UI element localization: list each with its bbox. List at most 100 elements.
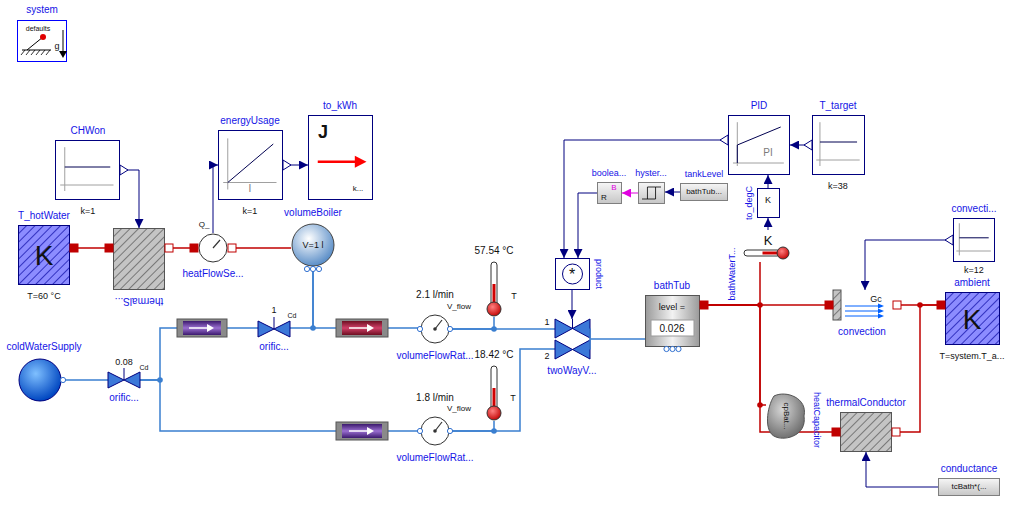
parameter-text: 1 xyxy=(271,306,276,315)
junction-dot xyxy=(491,326,497,332)
signal-connector xyxy=(665,192,680,193)
block-frame xyxy=(939,479,1000,496)
fluid-port xyxy=(676,346,681,351)
parameter-text: * xyxy=(569,267,575,283)
fluid-port xyxy=(447,428,452,433)
needle-hub xyxy=(433,429,437,433)
expression-block: conductancetcBath*(... xyxy=(938,478,1000,496)
component-name: PID xyxy=(751,101,768,111)
component-name: energyUsage xyxy=(220,116,279,126)
component-name: thermalS... xyxy=(115,296,163,306)
component-name: orific... xyxy=(259,342,288,352)
parameter-text: K xyxy=(963,306,982,334)
component-name: heatCapacitor xyxy=(812,392,821,448)
connector-group xyxy=(62,140,953,487)
axis-line xyxy=(64,147,65,191)
pipe-body xyxy=(342,424,382,438)
heat-connector xyxy=(700,305,766,405)
component-name: ambient xyxy=(954,278,990,288)
parameter-text: V_flow xyxy=(447,405,471,413)
component-name: T_hotWater xyxy=(18,211,70,221)
flow-arrowhead xyxy=(367,324,374,332)
thermal-conductor: thermalConductor xyxy=(840,412,892,452)
gravity-arrow xyxy=(63,30,64,52)
signal-connector xyxy=(865,240,953,290)
component-icon xyxy=(113,228,165,290)
hatch-line xyxy=(31,50,35,55)
signal-connector xyxy=(213,165,218,233)
convection-arrowhead xyxy=(878,304,884,309)
block-frame xyxy=(841,413,892,452)
flow-sensor: 2.1 l/minV_flowvolumeFlowRat... xyxy=(420,314,450,344)
junction-dot xyxy=(917,302,923,308)
port-triangle xyxy=(720,135,728,145)
sensor-dial xyxy=(199,234,227,262)
fluid-port xyxy=(417,326,422,331)
flow-arrowhead xyxy=(207,324,214,332)
component-icon xyxy=(198,233,228,263)
component-name: to_degC xyxy=(745,186,754,220)
parameter-text: g xyxy=(54,42,59,51)
axis-line xyxy=(223,182,276,183)
needle-hub xyxy=(433,327,437,331)
junction-dot xyxy=(757,302,763,308)
thermometer-stem xyxy=(491,366,497,412)
sensor-dial xyxy=(421,315,449,343)
parameter-text: k... xyxy=(353,185,364,193)
component-name: volumeBoiler xyxy=(284,208,342,218)
conversion-arrowhead xyxy=(355,156,367,168)
fluid-connector xyxy=(590,338,645,340)
component-name: convection xyxy=(838,327,886,337)
block-frame xyxy=(646,296,700,347)
signal-connector xyxy=(120,170,139,228)
temperature-sensor: 18.42 °CT xyxy=(483,366,505,421)
constant-line xyxy=(820,142,857,143)
block-frame xyxy=(681,184,728,201)
parameter-text: cpBat... xyxy=(782,402,790,429)
component-name: to_kWh xyxy=(323,101,357,111)
component-name: product xyxy=(594,259,603,289)
fluid-port xyxy=(60,377,65,382)
gravity-arrowhead xyxy=(59,51,67,58)
system-block: systemdefaultsg xyxy=(17,20,67,62)
component-icon xyxy=(258,321,290,337)
pipe-flange xyxy=(336,422,388,440)
heat-port xyxy=(165,244,173,252)
block-frame xyxy=(813,116,865,175)
component-name: orific... xyxy=(109,393,138,403)
parameter-text: R xyxy=(601,194,607,202)
block-frame xyxy=(19,226,70,285)
heat-connector xyxy=(228,247,291,249)
block-frame xyxy=(758,189,780,218)
valve-stem xyxy=(274,317,275,329)
parameter-text: Cd xyxy=(140,364,149,371)
parameter-text: B xyxy=(611,184,616,192)
fluid-connector xyxy=(450,421,494,431)
pipe-body xyxy=(342,321,382,335)
block-frame xyxy=(18,21,67,62)
temperature-sensor: 57.54 °CT xyxy=(483,262,505,317)
component-icon xyxy=(728,115,790,175)
component-icon xyxy=(55,140,120,200)
signal-connector xyxy=(572,290,573,319)
valve-outlet xyxy=(589,329,591,350)
parameter-text: Gc xyxy=(870,295,882,304)
pipe-flange xyxy=(336,319,388,337)
parameter-text: 18.42 °C xyxy=(474,350,513,360)
unit-conversion-block: to_kWhJk... xyxy=(308,115,373,200)
temperature-sensor: bathWaterT...K xyxy=(740,230,790,262)
parameter-text: J xyxy=(318,123,328,141)
heat-port xyxy=(892,428,900,436)
valve-body xyxy=(258,321,290,337)
fluid-port xyxy=(670,346,675,351)
flow-arrow xyxy=(349,430,368,432)
conversion-arrow xyxy=(318,161,356,164)
parameter-text: T=60 °C xyxy=(27,292,60,301)
parameter-text: 1.8 l/min xyxy=(416,393,454,403)
parameter-text: level = xyxy=(659,303,685,312)
parameter-text: T xyxy=(510,394,516,403)
port-triangle xyxy=(283,160,291,170)
unit-conversion-block: to_degCK xyxy=(757,188,780,218)
component-name: bathTub xyxy=(654,281,690,291)
block-frame xyxy=(598,183,622,204)
